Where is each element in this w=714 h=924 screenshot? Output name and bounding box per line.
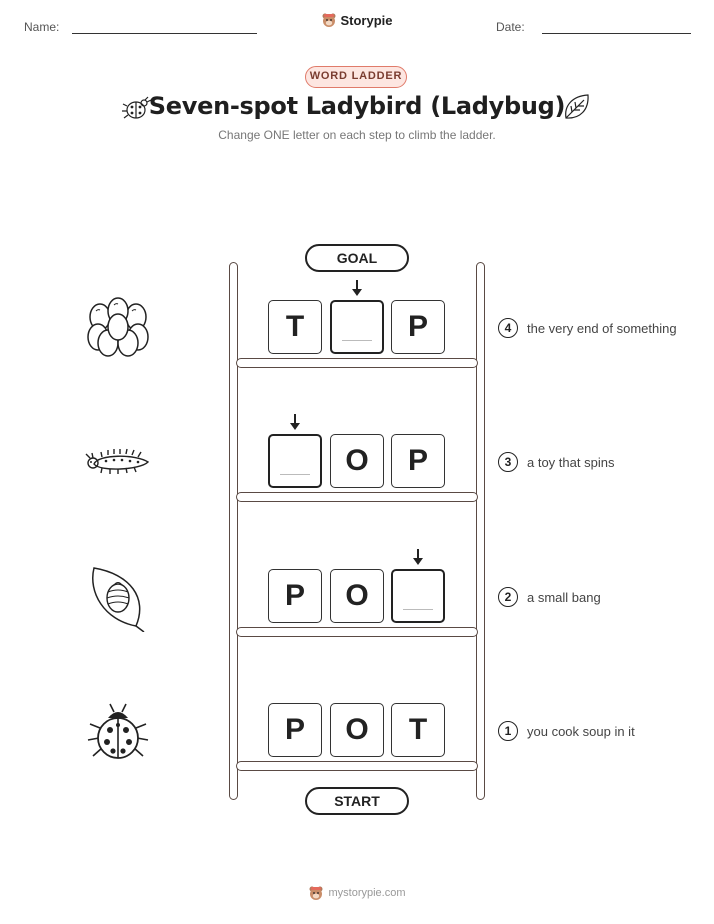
down-arrow-icon xyxy=(352,280,362,296)
blank-letter-tile[interactable] xyxy=(268,434,322,488)
word-ladder-tag: WORD LADDER xyxy=(305,66,407,88)
start-label: START xyxy=(305,787,409,815)
clue-text: a small bang xyxy=(527,589,601,605)
letter-tile: P xyxy=(391,300,445,354)
step-number: 3 xyxy=(498,452,518,472)
blank-letter-tile[interactable] xyxy=(391,569,445,623)
letter-tile: T xyxy=(268,300,322,354)
small-ladybug-icon xyxy=(122,96,152,119)
footer: mystorypie.com xyxy=(0,885,714,906)
bear-mascot-icon xyxy=(309,886,323,900)
letter-tile: T xyxy=(391,703,445,757)
date-line[interactable] xyxy=(542,33,691,34)
clue-step-2: 2 a small bang xyxy=(498,587,601,607)
down-arrow-icon xyxy=(413,549,423,565)
name-line[interactable] xyxy=(72,33,257,34)
brand-name: Storypie xyxy=(340,12,393,28)
letter-tile: O xyxy=(330,703,384,757)
clue-step-1: 1 you cook soup in it xyxy=(498,721,635,741)
step-number: 1 xyxy=(498,721,518,741)
egg-cluster-icon xyxy=(87,297,149,357)
clue-text: you cook soup in it xyxy=(527,723,635,739)
clue-text: a toy that spins xyxy=(527,454,615,470)
letter-tile: P xyxy=(391,434,445,488)
date-label: Date: xyxy=(496,20,525,34)
larva-icon xyxy=(85,448,150,474)
letter-tile: P xyxy=(268,703,322,757)
ladder-rung xyxy=(236,761,478,771)
clue-text: the very end of something xyxy=(527,320,677,336)
letter-tile: O xyxy=(330,569,384,623)
brand-logo: Storypie xyxy=(0,12,714,33)
letter-tile: P xyxy=(268,569,322,623)
ladybug-icon xyxy=(87,703,149,759)
ladder-rung xyxy=(236,358,478,368)
down-arrow-icon xyxy=(290,414,300,430)
letter-tile: O xyxy=(330,434,384,488)
bear-mascot-icon xyxy=(322,13,336,27)
name-label: Name: xyxy=(24,20,60,34)
page-title: Seven-spot Ladybird (Ladybug) xyxy=(148,92,566,120)
small-leaf-icon xyxy=(565,94,589,119)
ladder-left-rail xyxy=(229,262,238,800)
ladder-rung xyxy=(236,492,478,502)
clue-step-3: 3 a toy that spins xyxy=(498,452,614,472)
pupa-on-leaf-icon xyxy=(92,567,145,632)
goal-label: GOAL xyxy=(305,244,409,272)
ladder-rung xyxy=(236,627,478,637)
instructions: Change ONE letter on each step to climb … xyxy=(218,128,496,142)
blank-letter-tile[interactable] xyxy=(330,300,384,354)
ladder-right-rail xyxy=(476,262,485,800)
step-number: 4 xyxy=(498,318,518,338)
footer-url[interactable]: mystorypie.com xyxy=(328,887,406,899)
clue-step-4: 4 the very end of something xyxy=(498,318,677,338)
step-number: 2 xyxy=(498,587,518,607)
